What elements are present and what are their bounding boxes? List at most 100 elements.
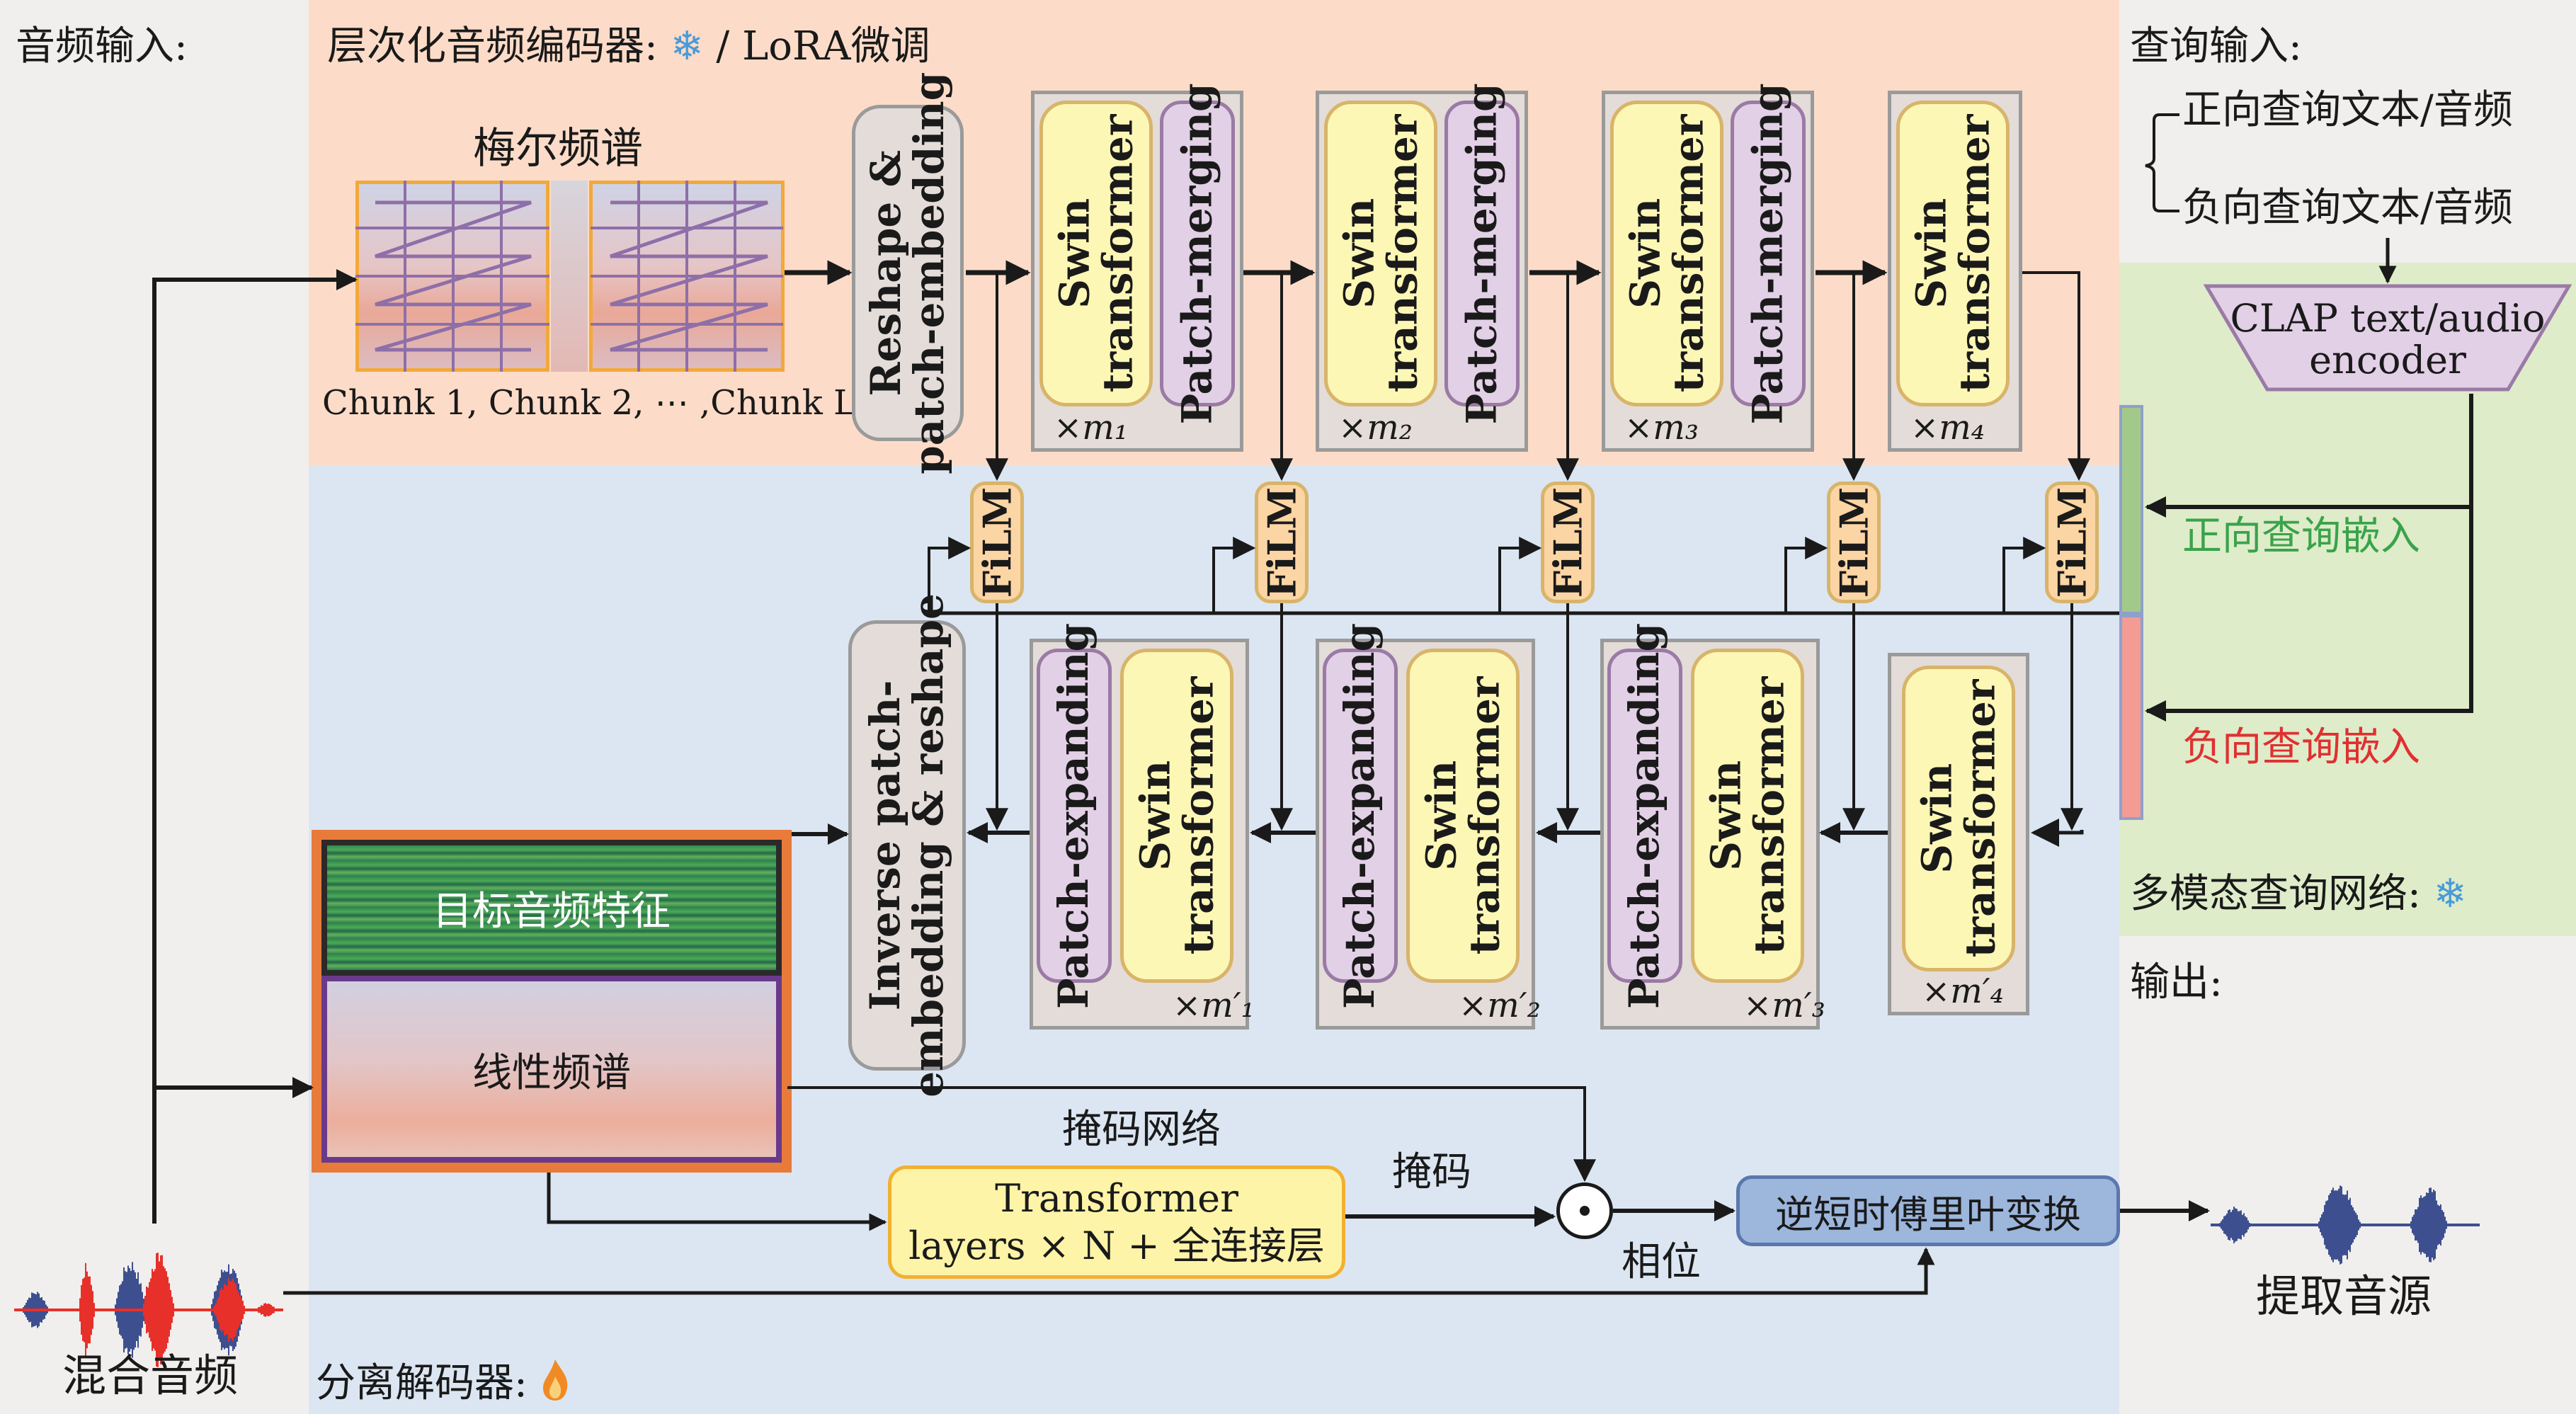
positive-embedding-bar: [2119, 405, 2143, 615]
stage-multiplier: ×m₃: [1624, 408, 1699, 447]
mel-gap: [551, 181, 588, 372]
waveform-sample: [14, 1308, 16, 1311]
waveform-sample: [2454, 1224, 2456, 1226]
stage-multiplier: ×m₁: [1054, 408, 1128, 447]
waveform-sample: [170, 1290, 171, 1330]
waveform-sample: [20, 1308, 21, 1311]
waveform-sample: [102, 1308, 103, 1311]
waveform-sample: [2338, 1188, 2340, 1262]
mask-network-title: 掩码网络: [1062, 1107, 1221, 1153]
output-panel: [2119, 936, 2576, 1414]
waveform-sample: [2434, 1191, 2436, 1259]
waveform-sample: [78, 1308, 79, 1311]
waveform-sample: [187, 1308, 188, 1311]
clap-encoder-label: CLAP text/audio encoder: [2204, 297, 2572, 382]
waveform-sample: [2410, 1221, 2412, 1228]
waveform-sample: [2279, 1224, 2280, 1226]
waveform-sample: [125, 1308, 126, 1311]
waveform-sample: [92, 1291, 93, 1329]
waveform-sample: [2263, 1224, 2264, 1226]
waveform-sample: [68, 1308, 69, 1311]
waveform-sample: [2269, 1224, 2270, 1226]
waveform-sample: [228, 1278, 229, 1342]
waveform-sample: [76, 1308, 78, 1311]
waveform-sample: [2308, 1224, 2310, 1226]
connector-line: [2031, 819, 2084, 847]
waveform-sample: [115, 1308, 116, 1311]
waveform-sample: [95, 1308, 96, 1311]
extracted-waveform: [2211, 1185, 2480, 1265]
waveform-sample: [256, 1308, 258, 1311]
waveform-sample: [176, 1308, 177, 1311]
waveform-sample: [2439, 1206, 2440, 1244]
phase-label: 相位: [1622, 1239, 1701, 1285]
stage-multiplier: ×m′₂: [1459, 986, 1541, 1025]
connector-line: [1212, 537, 1256, 613]
waveform-sample: [2412, 1216, 2413, 1233]
connector-line: [152, 269, 358, 1224]
waveform-sample: [2276, 1224, 2277, 1226]
waveform-sample: [2323, 1211, 2324, 1238]
waveform-sample: [98, 1308, 99, 1311]
stage-multiplier: ×m₄: [1910, 408, 1985, 447]
waveform-sample: [198, 1308, 200, 1311]
waveform-sample: [2331, 1190, 2332, 1260]
waveform-sample: [2239, 1211, 2240, 1239]
waveform-sample: [44, 1308, 45, 1311]
waveform-sample: [2212, 1224, 2213, 1226]
waveform-sample: [266, 1304, 268, 1316]
waveform-sample: [2432, 1192, 2433, 1258]
waveform-sample: [2352, 1207, 2354, 1243]
waveform-sample: [2221, 1221, 2222, 1229]
waveform-sample: [2416, 1209, 2417, 1241]
waveform-sample: [157, 1253, 159, 1367]
waveform-sample: [239, 1295, 241, 1325]
waveform-sample: [2242, 1214, 2243, 1236]
waveform-sample: [2437, 1204, 2439, 1245]
waveform-sample: [2215, 1224, 2216, 1226]
output-title: 输出:: [2130, 959, 2223, 1005]
waveform-sample: [130, 1308, 132, 1311]
waveform-sample: [2419, 1197, 2420, 1253]
waveform-sample: [2334, 1190, 2335, 1260]
waveform-sample: [2260, 1224, 2262, 1226]
waveform-sample: [221, 1287, 222, 1333]
waveform-sample: [214, 1306, 215, 1314]
target-audio-feature-label: 目标音频特征: [433, 888, 671, 935]
encoder-title-text: 层次化音频编码器:: [327, 23, 658, 69]
waveform-sample: [2229, 1209, 2230, 1241]
snowflake-icon: ❄: [670, 23, 704, 69]
waveform-sample: [2402, 1224, 2403, 1226]
waveform-sample: [2328, 1195, 2330, 1255]
waveform-sample: [2315, 1224, 2317, 1226]
waveform-sample: [2310, 1224, 2311, 1226]
waveform-sample: [177, 1308, 178, 1311]
waveform-sample: [24, 1308, 25, 1311]
waveform-sample: [88, 1276, 89, 1344]
film-block: FiLM: [1541, 481, 1595, 603]
waveform-sample: [75, 1308, 76, 1311]
waveform-sample: [2378, 1224, 2379, 1226]
waveform-sample: [30, 1308, 31, 1311]
waveform-sample: [18, 1308, 20, 1311]
waveform-sample: [101, 1308, 102, 1311]
waveform-sample: [2474, 1224, 2475, 1226]
connector-line: [787, 1086, 1596, 1182]
waveform-sample: [215, 1303, 217, 1317]
waveform-sample: [51, 1308, 52, 1311]
chunk-caption: Chunk 1, Chunk 2, ⋯ ,Chunk L: [322, 383, 856, 423]
waveform-sample: [2420, 1195, 2422, 1255]
waveform-sample: [2406, 1224, 2407, 1226]
waveform-sample: [244, 1306, 245, 1314]
waveform-sample: [110, 1308, 112, 1311]
clap-encoder-block: [2204, 284, 2572, 392]
waveform-sample: [190, 1308, 191, 1311]
waveform-sample: [59, 1308, 61, 1311]
waveform-sample: [2211, 1224, 2212, 1226]
waveform-sample: [2259, 1224, 2260, 1226]
waveform-sample: [2330, 1193, 2331, 1257]
waveform-sample: [241, 1298, 242, 1322]
